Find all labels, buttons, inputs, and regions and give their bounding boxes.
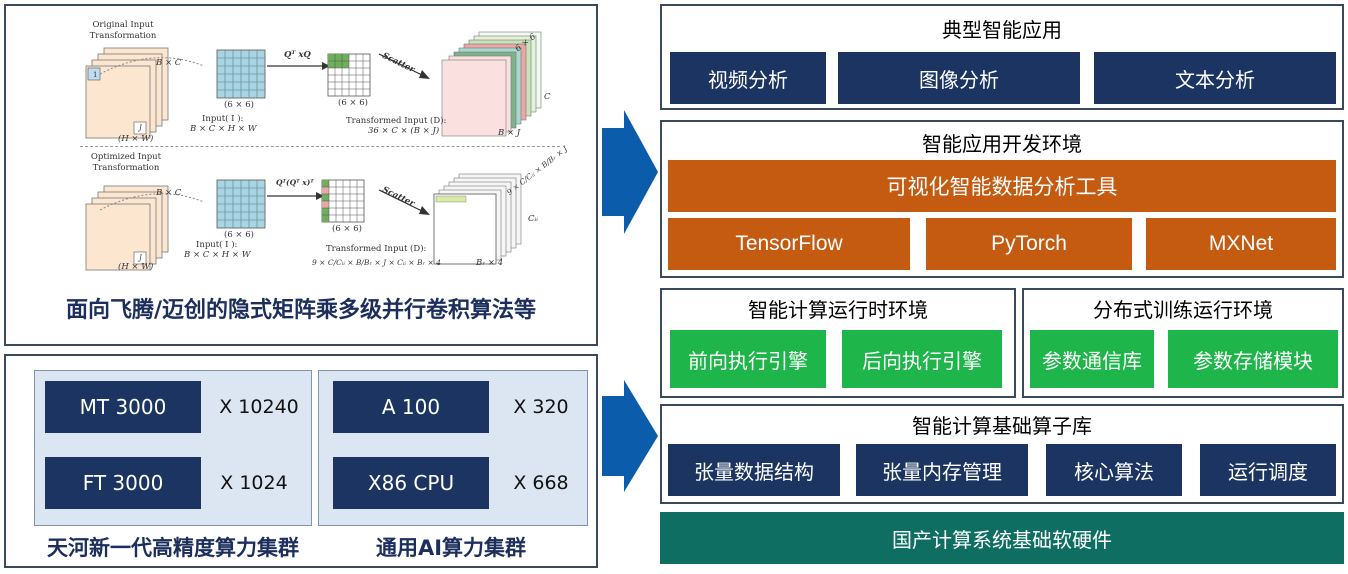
fig-row2-diagram (85, 173, 522, 271)
general-cluster-title: 通用AI算力集群 (375, 536, 527, 560)
app-video-analysis: 视频分析 (670, 52, 826, 104)
fig-row2-transformed-line1: Transformed Input (D): (326, 244, 427, 254)
framework-mxnet: MXNet (1146, 218, 1336, 270)
op-tensor-memory: 张量内存管理 (856, 444, 1028, 496)
param-comm-lib: 参数通信库 (1030, 330, 1154, 388)
foundation-bar: 国产计算系统基础软硬件 (660, 512, 1344, 564)
fig-row2-out-bottom: Bᵣ × 4 (476, 258, 504, 268)
op-scheduling: 运行调度 (1200, 444, 1336, 496)
app-text-analysis: 文本分析 (1094, 52, 1336, 104)
fig-row1-grid1-label: (6 × 6) (224, 100, 254, 110)
general-item-x86: X86 CPU (333, 457, 489, 509)
tianhe-count-mt3000: X 10240 (219, 396, 299, 418)
tianhe-cluster-box: MT 3000 X 10240 FT 3000 X 1024 (34, 370, 312, 526)
fig-row2-heading: Optimized Input Transformation (90, 152, 162, 173)
fig-row2-stack-label: (H × W) (118, 262, 154, 272)
framework-tensorflow: TensorFlow (668, 218, 910, 270)
fig-row2-output-stack (433, 173, 522, 265)
fig-row2-stack (85, 185, 205, 271)
fig-row2-out-side: Cᵢᵢ (528, 214, 538, 224)
runtime-title: 智能计算运行时环境 (748, 298, 928, 322)
fig-row1-transformed-line1: Transformed Input (D): (346, 116, 447, 126)
tianhe-cluster-title: 天河新一代高精度算力集群 (47, 536, 299, 560)
fig-row2-cell-j: J (139, 254, 142, 262)
apps-panel: 典型智能应用 视频分析 图像分析 文本分析 (660, 4, 1344, 110)
fig-row1-b-c: B × C (156, 58, 182, 68)
hardware-panel: MT 3000 X 10240 FT 3000 X 1024 A 100 X 3… (4, 354, 598, 568)
fig-row1-out-bottom: B × J (498, 128, 521, 138)
operators-title: 智能计算基础算子库 (912, 414, 1092, 438)
dev-env-title: 智能应用开发环境 (922, 132, 1082, 156)
general-item-a100: A 100 (333, 381, 489, 433)
app-image-analysis: 图像分析 (838, 52, 1080, 104)
fig-row1-grid2-label: (6 × 6) (338, 98, 368, 108)
tianhe-count-ft3000: X 1024 (220, 472, 288, 494)
arrow-hardware-to-stack (602, 380, 658, 492)
fig-row1-stack (85, 47, 205, 139)
op-tensor-structure: 张量数据结构 (668, 444, 840, 496)
fig-row2-grid2 (321, 179, 365, 223)
fig-row1-transformed-line2: 36 × C × (B × J) (368, 126, 440, 136)
fig-row2-input-line2: B × C × H × W (184, 250, 251, 260)
fig-row1-input-line1: Input( I ): (202, 114, 244, 124)
fig-row2-grid1 (216, 179, 266, 229)
forward-engine: 前向执行引擎 (670, 330, 826, 388)
framework-pytorch: PyTorch (926, 218, 1132, 270)
fig-row2-input-line1: Input( I ): (196, 240, 238, 250)
visual-analysis-tool: 可视化智能数据分析工具 (668, 160, 1336, 212)
runtime-panel: 智能计算运行时环境 前向执行引擎 后向执行引擎 (660, 288, 1016, 398)
fig-row2-grid2-label: (6 × 6) (332, 224, 362, 234)
fig-row2-grid1-label: (6 × 6) (224, 230, 254, 240)
fig-row1-output-stack (441, 31, 542, 137)
general-count-x86: X 668 (513, 472, 569, 494)
fig-row2-op: Qᵀ(Qᵀ x)ᵀ (276, 178, 314, 187)
fig-row2-transformed-line2: 9 × C/Cᵢᵢ × B/Bᵣ × J × Cᵢᵢ × Bᵣ × 4 (312, 258, 441, 267)
algorithm-caption: 面向飞腾/迈创的隐式矩阵乘多级并行卷积算法等 (65, 298, 537, 323)
fig-row2-b-c: B × C (156, 188, 182, 198)
fig-row1-cell-1: 1 (93, 71, 98, 79)
fig-row1-out-side: C (544, 92, 551, 102)
general-cluster-box: A 100 X 320 X86 CPU X 668 (318, 370, 588, 526)
fig-separator (80, 146, 560, 147)
tianhe-item-ft3000: FT 3000 (45, 457, 201, 509)
apps-title: 典型智能应用 (942, 18, 1062, 42)
param-storage-module: 参数存储模块 (1168, 330, 1338, 388)
fig-row1-op: Qᵀ xQ (284, 50, 311, 60)
general-count-a100: X 320 (513, 396, 569, 418)
backward-engine: 后向执行引擎 (842, 330, 1002, 388)
distributed-title: 分布式训练运行环境 (1093, 298, 1273, 322)
fig-row1-diagram (85, 31, 542, 139)
algorithm-panel: Original Input Transformation (4, 4, 598, 346)
tianhe-item-mt3000: MT 3000 (45, 381, 201, 433)
dev-env-panel: 智能应用开发环境 可视化智能数据分析工具 TensorFlow PyTorch … (660, 120, 1344, 278)
fig-row1-stack-label: (H × W) (118, 134, 154, 144)
fig-row1-grid1 (216, 49, 266, 99)
fig-row1-heading: Original Input Transformation (89, 20, 157, 41)
op-core-algorithm: 核心算法 (1046, 444, 1182, 496)
fig-row1-input-line2: B × C × H × W (190, 124, 257, 134)
operators-panel: 智能计算基础算子库 张量数据结构 张量内存管理 核心算法 运行调度 (660, 404, 1344, 504)
distributed-panel: 分布式训练运行环境 参数通信库 参数存储模块 (1022, 288, 1344, 398)
fig-row1-cell-j: J (139, 124, 142, 132)
arrow-algorithm-to-stack (602, 110, 658, 234)
fig-row1-grid2 (327, 53, 371, 97)
